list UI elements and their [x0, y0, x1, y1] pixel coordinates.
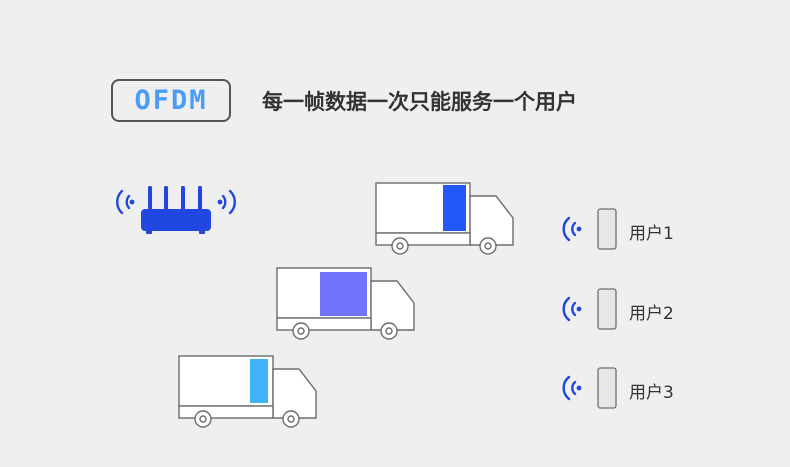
user-3-device [562, 367, 617, 409]
truck-3 [178, 355, 317, 428]
router-icon [116, 186, 236, 234]
ofdm-badge: OFDM [111, 79, 231, 122]
phone-icon [597, 367, 617, 409]
phone-icon [597, 288, 617, 330]
wifi-signal-icon [562, 216, 577, 242]
user-label-1: 用户1 [629, 224, 674, 244]
wifi-signal-icon [562, 375, 577, 401]
truck-1 [375, 182, 514, 255]
truck-2-cargo [320, 272, 367, 316]
user-2-device [562, 288, 617, 330]
phone-icon [597, 208, 617, 250]
user-1-device [562, 208, 617, 250]
headline: 每一帧数据一次只能服务一个用户 [262, 90, 577, 114]
truck-2 [276, 267, 415, 340]
user-label-2: 用户2 [629, 304, 674, 324]
truck-3-cargo [250, 359, 268, 403]
user-label-3: 用户3 [629, 383, 674, 403]
truck-1-cargo [443, 185, 466, 231]
wifi-signal-icon [562, 296, 577, 322]
